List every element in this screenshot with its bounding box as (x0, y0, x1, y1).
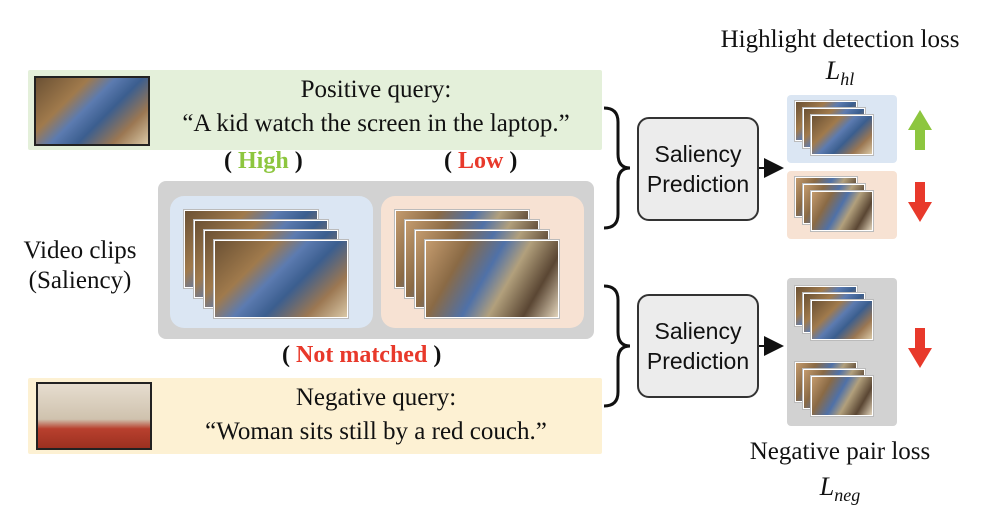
not-matched-label: ( Not matched ) (282, 342, 442, 368)
highlight-loss-title: Highlight detection loss (720, 26, 960, 53)
saliency-prediction-line1: Saliency (654, 318, 742, 344)
curly-brace-icon (603, 284, 631, 408)
positive-query-thumbnail (34, 76, 150, 146)
high-prediction-clips (787, 95, 897, 163)
high-saliency-clips (170, 196, 373, 328)
low-saliency-clips (381, 196, 584, 328)
low-prediction-clips (787, 171, 897, 239)
clip-frame (214, 240, 348, 318)
high-label: ( High ) (224, 148, 303, 174)
positive-query-title: Positive query: (300, 76, 452, 103)
clip-frame (425, 240, 559, 318)
low-label: ( Low ) (444, 148, 518, 174)
negative-query-title: Negative query: (295, 384, 457, 411)
low-label-text: Low (458, 148, 504, 174)
clip-frame (811, 191, 873, 231)
saliency-prediction-box-bottom: Saliency Prediction (637, 294, 759, 398)
video-clips-line2: (Saliency) (28, 267, 132, 294)
clip-frame (811, 115, 873, 155)
up-arrow-icon (908, 110, 932, 150)
highlight-loss-symbol: Lhl (825, 56, 855, 90)
negative-query-thumbnail (36, 382, 152, 450)
clip-frame (811, 300, 873, 340)
negative-query-text: “Woman sits still by a red couch.” (205, 418, 547, 445)
saliency-prediction-line2: Prediction (646, 348, 750, 374)
down-arrow-icon (908, 182, 932, 222)
saliency-prediction-line2: Prediction (646, 171, 750, 197)
not-matched-text: Not matched (296, 342, 428, 368)
negative-loss-title: Negative pair loss (749, 438, 931, 465)
saliency-prediction-line1: Saliency (654, 141, 742, 167)
negative-loss-symbol: Lneg (819, 472, 861, 506)
high-label-text: High (238, 148, 289, 174)
positive-query-text: “A kid watch the screen in the laptop.” (182, 110, 570, 137)
video-clips-label: Video clips (Saliency) (4, 236, 156, 296)
saliency-prediction-box-top: Saliency Prediction (637, 117, 759, 221)
down-arrow-icon (908, 328, 932, 368)
clip-frame (811, 376, 873, 416)
curly-brace-icon (603, 106, 631, 230)
video-clips-line1: Video clips (23, 237, 137, 264)
negative-prediction-clips (787, 278, 897, 426)
